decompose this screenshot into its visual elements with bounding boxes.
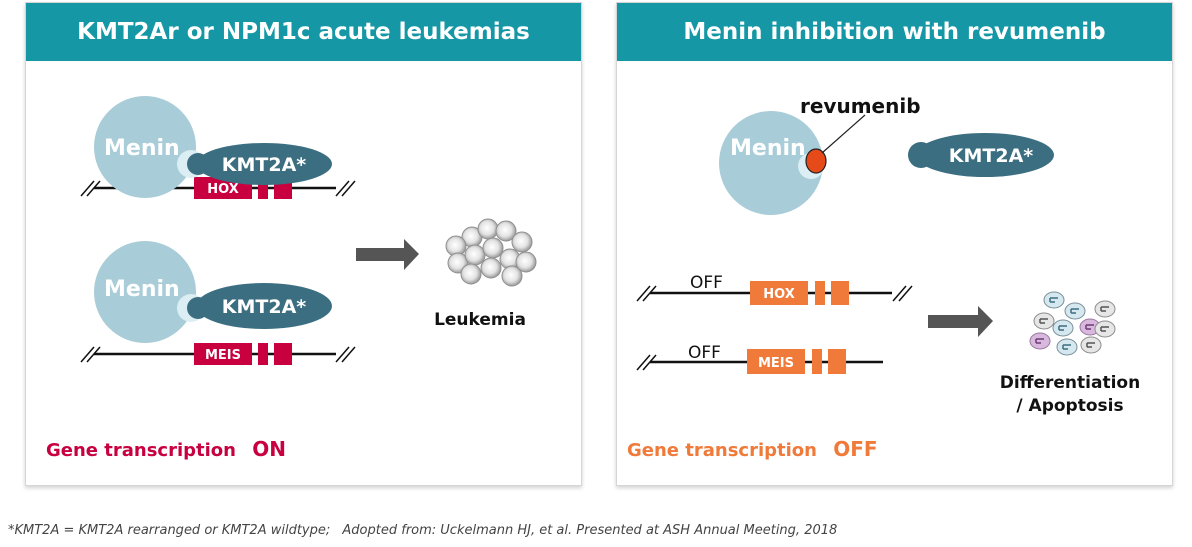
drug-label: revumenib — [800, 94, 921, 118]
right-panel: Menin inhibition with revumenib Menin re… — [616, 2, 1173, 486]
status-value: ON — [252, 437, 286, 461]
status-prefix: Gene transcription — [46, 440, 236, 461]
revumenib-molecule — [805, 148, 827, 174]
left-panel-title: KMT2Ar or NPM1c acute leukemias — [26, 3, 581, 61]
menin-circle — [719, 111, 823, 215]
gene-box-meis — [747, 349, 805, 374]
kmt2a-label-2: KMT2A* — [222, 296, 307, 318]
kmt2a-ellipse — [196, 143, 332, 185]
exon-box-3 — [258, 343, 268, 365]
kmt2a-label: KMT2A* — [949, 145, 1034, 167]
gene-label-hox: HOX — [763, 287, 795, 302]
footnote-definition: *KMT2A = KMT2A rearranged or KMT2A wildt… — [8, 523, 331, 538]
menin-label: Menin — [730, 136, 806, 161]
footnote: *KMT2A = KMT2A rearranged or KMT2A wildt… — [8, 523, 845, 538]
menin-circle — [94, 96, 196, 198]
menin-circle-2 — [94, 241, 196, 343]
gene-label-meis: MEIS — [205, 348, 241, 363]
footnote-source: Adopted from: Uckelmann HJ, et al. Prese… — [342, 523, 838, 538]
gene-box-meis — [194, 343, 252, 365]
status-prefix: Gene transcription — [627, 440, 817, 461]
differentiated-cells — [1029, 291, 1116, 356]
outcome-line1: Differentiation — [1000, 373, 1140, 393]
outcome-line2: / Apoptosis — [1016, 396, 1123, 416]
exon-box-3 — [812, 349, 822, 374]
arrow-to-differentiation — [928, 306, 993, 337]
outcome-label: Leukemia — [434, 310, 526, 330]
exon-box-1 — [258, 177, 268, 199]
drug-pointer-line — [821, 114, 866, 154]
kmt2a-label: KMT2A* — [222, 154, 307, 176]
status-value: OFF — [833, 437, 877, 461]
exon-box-4 — [828, 349, 846, 374]
status-line: Gene transcription ON — [46, 437, 286, 461]
exon-box-1 — [815, 281, 825, 305]
menin-label-2: Menin — [104, 277, 180, 302]
off-label-meis: OFF — [688, 343, 721, 363]
arrow-to-leukemia — [356, 239, 419, 270]
exon-box-4 — [274, 343, 292, 365]
left-diagram: HOX Menin KMT2A* MEIS Menin KMT2A* — [46, 96, 537, 461]
kmt2a-ellipse — [916, 133, 1054, 177]
gene-box-hox — [750, 281, 808, 305]
status-line: Gene transcription OFF — [627, 437, 878, 461]
gene-label-meis: MEIS — [758, 356, 794, 371]
right-diagram: Menin revumenib KMT2A* OFF HOX OFF ME — [627, 94, 1140, 461]
gene-label-hox: HOX — [207, 182, 239, 197]
exon-box-2 — [831, 281, 849, 305]
leukemia-cell-cluster — [445, 218, 537, 287]
left-panel: KMT2Ar or NPM1c acute leukemias HOX Meni… — [25, 2, 582, 486]
menin-label: Menin — [104, 136, 180, 161]
off-label-hox: OFF — [690, 273, 723, 293]
kmt2a-ellipse-2 — [196, 283, 332, 329]
right-panel-title: Menin inhibition with revumenib — [617, 3, 1172, 61]
